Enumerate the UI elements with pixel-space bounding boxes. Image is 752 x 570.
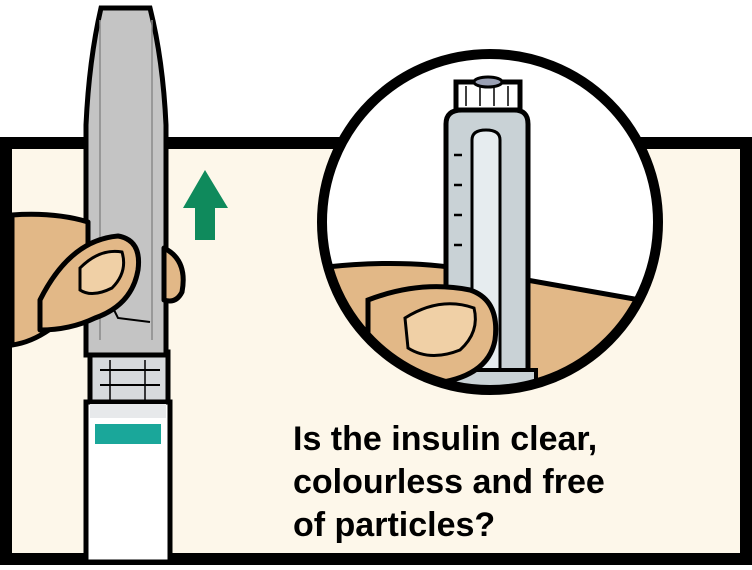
instruction-question: Is the insulin clear, colourless and fre… <box>293 418 713 547</box>
caption-line-3: of particles? <box>293 506 496 544</box>
pen-dose-section <box>87 349 171 407</box>
pen-label-stripe <box>95 424 161 444</box>
magnified-cartridge-icon <box>317 49 663 395</box>
caption-line-2: colourless and free <box>293 463 605 501</box>
arrow-up-icon <box>183 170 228 240</box>
holding-hand <box>9 211 186 348</box>
caption-line-1: Is the insulin clear, <box>293 420 598 458</box>
